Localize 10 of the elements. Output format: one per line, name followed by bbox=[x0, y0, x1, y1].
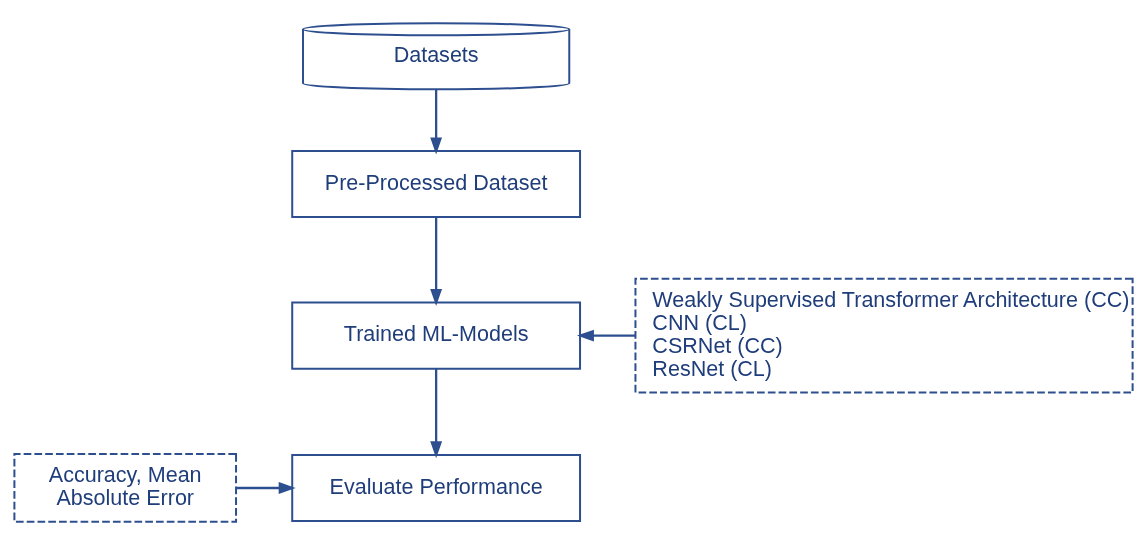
arrow bbox=[430, 368, 443, 458]
arrow bbox=[236, 481, 296, 494]
node-box: Weakly Supervised Transformer Architecture (CC) CNN (CL) CSRNet (CC) ResNet (CL) bbox=[634, 277, 1134, 394]
node-box: Evaluate Performance bbox=[291, 453, 582, 522]
arrow bbox=[430, 89, 443, 154]
node-box: Pre-Processed Dataset bbox=[291, 149, 582, 218]
arrow bbox=[430, 217, 443, 306]
node-box: Trained ML-Models bbox=[291, 301, 582, 370]
arrow bbox=[576, 329, 635, 342]
node-box: Accuracy, Mean Absolute Error bbox=[13, 452, 238, 523]
